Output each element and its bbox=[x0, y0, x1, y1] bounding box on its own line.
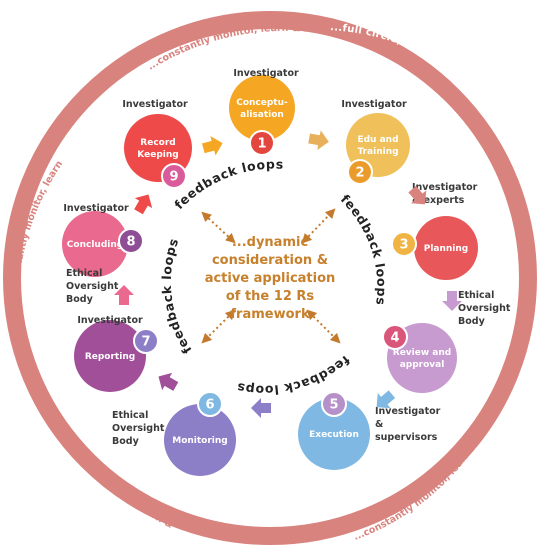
stage-badge-4 bbox=[382, 324, 408, 350]
stage-number-6: 6 bbox=[205, 398, 214, 413]
extra-actor-line-1: Ethical bbox=[66, 268, 102, 279]
stage-actor-6-2: Body bbox=[112, 436, 140, 447]
center-line-4: of the 12 Rs bbox=[226, 289, 315, 304]
dotted-arrow-se bbox=[306, 309, 341, 344]
stage-label-9-1: Keeping bbox=[137, 150, 178, 160]
stage-circle-8 bbox=[62, 211, 128, 277]
stage-actor-5-1: & bbox=[375, 419, 383, 430]
stage-number-2: 2 bbox=[355, 166, 364, 181]
stage-actor-4-1: Oversight bbox=[458, 303, 511, 314]
stage-actor-7-0: Investigator bbox=[77, 315, 143, 326]
stage-circle-6 bbox=[164, 404, 236, 476]
stage-label-7-0: Reporting bbox=[85, 352, 135, 362]
stage-actor-1-0: Investigator bbox=[233, 68, 299, 79]
stage-actor-3-1: & experts bbox=[412, 195, 465, 206]
stage-label-2-0: Edu and bbox=[357, 135, 398, 145]
stage-label-9-0: Record bbox=[140, 138, 175, 148]
feedback-label-left: feedback loops bbox=[159, 236, 195, 357]
extra-actor-line-3: Body bbox=[66, 294, 94, 305]
stage-label-1-0: Conceptu- bbox=[236, 98, 288, 108]
stage-circle-3 bbox=[414, 216, 478, 280]
stage-actor-3-0: Investigator bbox=[412, 182, 478, 193]
stage-arrow-8 bbox=[134, 194, 153, 215]
stage-number-3: 3 bbox=[399, 238, 408, 253]
center-line-1: ...dynamic bbox=[232, 235, 308, 250]
stage-badge-7 bbox=[133, 328, 159, 354]
stage-number-8: 8 bbox=[126, 235, 135, 250]
extra-actor-line-2: Oversight bbox=[66, 281, 119, 292]
stage-number-5: 5 bbox=[329, 398, 338, 413]
outer-ring bbox=[3, 11, 537, 545]
stage-label-5-0: Execution bbox=[309, 430, 359, 440]
stage-circle-1 bbox=[229, 75, 295, 141]
stage-circle-7 bbox=[74, 320, 146, 392]
stage-badge-2 bbox=[347, 159, 373, 185]
stage-label-3-0: Planning bbox=[424, 244, 469, 254]
stage-arrows bbox=[114, 130, 462, 418]
center-line-5: framework bbox=[230, 307, 310, 322]
dotted-arrow-nw bbox=[201, 211, 236, 244]
stage-3: Planning 3 Investigator & experts bbox=[391, 182, 478, 280]
stage-label-2-1: Training bbox=[357, 147, 398, 157]
feedback-label-top: feedback loops bbox=[171, 156, 284, 212]
stage-label-8-0: Concluding bbox=[67, 240, 123, 250]
stage-7: Reporting 7 Investigator bbox=[74, 315, 159, 392]
stage-actor-8-0: Investigator bbox=[63, 203, 129, 214]
stage-number-4: 4 bbox=[390, 331, 399, 346]
stage-number-7: 7 bbox=[141, 335, 150, 350]
stage-badge-5 bbox=[321, 391, 347, 417]
stage-actor-5-2: supervisors bbox=[375, 432, 438, 443]
stage-label-6-0: Monitoring bbox=[172, 436, 228, 446]
center-text: ...dynamic consideration & active applic… bbox=[205, 235, 336, 322]
stage-arrow-9 bbox=[202, 136, 223, 156]
stage-actor-4-2: Body bbox=[458, 316, 486, 327]
stage-number-9: 9 bbox=[169, 170, 178, 185]
stage-actor-2-0: Investigator bbox=[341, 99, 407, 110]
stage-arrow-2 bbox=[408, 185, 427, 205]
stage-badge-6 bbox=[197, 391, 223, 417]
stage-number-1: 1 bbox=[257, 137, 266, 152]
dotted-arrow-sw bbox=[201, 309, 236, 344]
stage-arrow-4 bbox=[376, 390, 396, 409]
stage-label-4-0: Review and bbox=[393, 348, 451, 358]
dotted-arrow-ne bbox=[301, 208, 336, 244]
center-line-2: consideration & bbox=[212, 253, 328, 268]
stage-circle-5 bbox=[298, 398, 370, 470]
feedback-label-right: feedback loops bbox=[338, 191, 390, 306]
extra-actor-label: Ethical Oversight Body bbox=[66, 268, 119, 305]
stage-actor-9-0: Investigator bbox=[122, 99, 188, 110]
stage-badge-1 bbox=[249, 130, 275, 156]
stage-label-4-1: approval bbox=[400, 360, 445, 370]
stage-actor-6-1: Oversight bbox=[112, 423, 165, 434]
stage-actor-6-0: Ethical bbox=[112, 410, 148, 421]
stage-badge-3 bbox=[391, 231, 417, 257]
stage-arrow-7 bbox=[114, 285, 134, 305]
stage-label-1-1: alisation bbox=[240, 110, 284, 120]
stage-arrow-6 bbox=[158, 372, 179, 391]
center-line-3: active application bbox=[205, 271, 336, 286]
stage-arrow-3 bbox=[442, 291, 462, 311]
stage-arrow-1 bbox=[308, 130, 329, 151]
stage-arrow-5 bbox=[251, 398, 271, 418]
stage-badge-9 bbox=[161, 163, 187, 189]
stage-actor-4-0: Ethical bbox=[458, 290, 494, 301]
stage-badge-8 bbox=[118, 228, 144, 254]
stage-1: Conceptu-alisation 1 Investigator bbox=[229, 68, 299, 156]
stage-actor-5-0: Investigator bbox=[375, 406, 441, 417]
